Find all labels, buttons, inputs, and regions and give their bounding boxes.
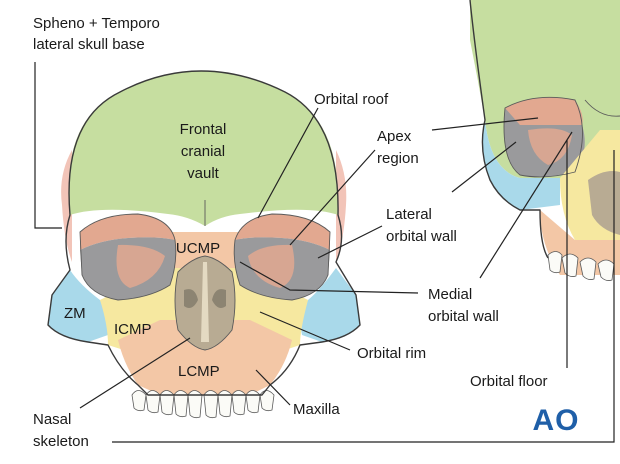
- side-orbit-outline: [503, 96, 583, 178]
- side-suture: [584, 99, 620, 117]
- side-orbit-inner: [528, 128, 572, 165]
- label-nasal-line1: Nasal: [33, 411, 71, 428]
- right-orbit-outline: [233, 213, 331, 301]
- nasal-septum: [201, 262, 209, 342]
- zygoma-left: [48, 270, 109, 342]
- maxilla-region: [118, 320, 292, 395]
- label-orbital-roof: Orbital roof: [314, 91, 389, 108]
- frontal-vault-region: [69, 71, 339, 226]
- front-skull: [47, 70, 361, 419]
- leader-lines: [34, 62, 615, 443]
- left-orbit-roof: [80, 214, 175, 250]
- right-orbit-inner: [248, 244, 295, 288]
- label-lateral-orbital-line1: Lateral: [386, 206, 432, 223]
- right-orbit-roof: [235, 214, 330, 250]
- nasal-turbinate-left: [184, 289, 198, 308]
- skull-outline: [47, 70, 361, 396]
- leader-spheno-temporo: [34, 62, 62, 229]
- leader-lateral-orbital: [317, 225, 383, 259]
- nasal-outline: [174, 255, 236, 351]
- label-frontal-line2: cranial: [181, 143, 225, 160]
- leader-medial-orbital: [239, 261, 419, 294]
- ucmp-band: [170, 232, 240, 268]
- label-medial-orbital-line2: orbital wall: [428, 308, 499, 325]
- leader-side-lateral: [451, 141, 517, 193]
- lateral-skull-base-right: [336, 150, 347, 262]
- side-skull: [469, 0, 620, 281]
- label-spheno-temporo-line2: lateral skull base: [33, 36, 145, 53]
- label-frontal-line1: Frontal: [180, 121, 227, 138]
- left-orbit-inner: [116, 244, 165, 288]
- leader-apex: [289, 149, 376, 246]
- label-maxilla: Maxilla: [293, 401, 340, 418]
- label-icmp: ICMP: [114, 321, 152, 338]
- left-orbit-outline: [79, 213, 177, 301]
- zygoma-right: [300, 268, 360, 342]
- label-spheno-temporo-line1: Spheno + Temporo: [33, 15, 160, 32]
- leader-nasal: [79, 337, 191, 409]
- label-medial-orbital-line1: Medial: [428, 286, 472, 303]
- label-nasal-line2: skeleton: [33, 433, 89, 450]
- label-apex-line2: region: [377, 150, 419, 167]
- labels: Spheno + Temporo lateral skull base Fron…: [33, 15, 548, 450]
- label-apex-line1: Apex: [377, 128, 412, 145]
- side-zygoma: [482, 120, 560, 210]
- upper-teeth: [131, 390, 275, 419]
- leader-orbital-rim: [259, 311, 351, 351]
- side-skull-outline: [469, 0, 549, 259]
- label-lcmp: LCMP: [178, 363, 220, 380]
- leader-maxilla: [255, 369, 291, 406]
- label-lateral-orbital-line2: orbital wall: [386, 228, 457, 245]
- label-ucmp: UCMP: [176, 240, 220, 257]
- leader-bottom-frame: [112, 150, 615, 443]
- leader-orbital-roof: [257, 107, 319, 219]
- label-zm: ZM: [64, 305, 86, 322]
- ao-logo: AO: [533, 404, 580, 437]
- nasal-turbinate-right: [212, 289, 226, 308]
- label-frontal-line3: vault: [187, 165, 220, 182]
- leader-side-medial: [479, 131, 573, 279]
- leader-side-apex: [431, 117, 539, 131]
- side-nasal: [588, 171, 620, 235]
- label-orbital-floor: Orbital floor: [470, 373, 548, 390]
- side-orbit-roof: [505, 97, 583, 125]
- label-orbital-rim: Orbital rim: [357, 345, 426, 362]
